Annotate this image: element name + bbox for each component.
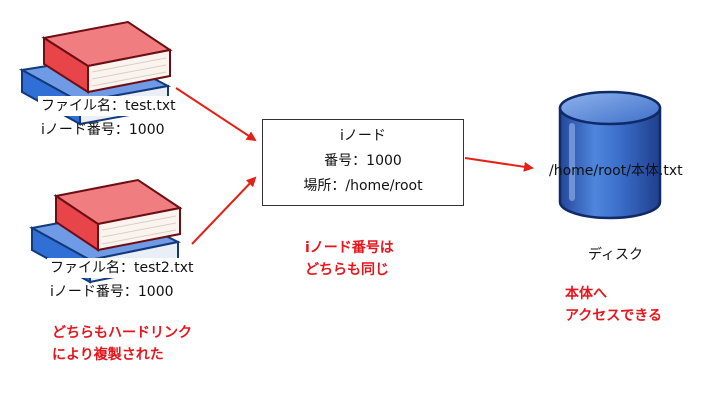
inode-title: iノード (340, 128, 386, 144)
inode-location: 場所：/home/root (303, 178, 423, 194)
file1-name-label: ファイル名：test.txt (38, 96, 179, 116)
inode-box: iノード 番号：1000 場所：/home/root (262, 119, 464, 206)
note-access: 本体へ アクセスできる (565, 283, 662, 327)
note-same-inode: iノード番号は どちらも同じ (305, 237, 394, 281)
disk-cylinder-icon (558, 90, 662, 220)
note-access-line2: アクセスできる (565, 308, 663, 324)
note-same-inode-line1: iノード番号は (305, 240, 394, 256)
file1-inode-label: iノード番号：1000 (41, 122, 165, 138)
note-hardlink: どちらもハードリンク により複製された (52, 322, 192, 366)
note-access-line1: 本体へ (565, 286, 607, 302)
file2-inode-label: iノード番号：1000 (50, 284, 174, 300)
arrow-file1-to-inode (175, 87, 257, 142)
arrow-file2-to-inode (191, 176, 257, 245)
file2-name-label: ファイル名：test2.txt (47, 258, 197, 278)
note-same-inode-line2: どちらも同じ (305, 262, 389, 278)
inode-number: 番号：1000 (324, 153, 402, 169)
note-hardlink-line1: どちらもハードリンク (52, 325, 192, 341)
arrow-inode-to-disk (464, 157, 534, 172)
disk-label: ディスク (588, 247, 644, 263)
disk-path-label: /home/root/本体.txt (549, 163, 683, 179)
note-hardlink-line2: により複製された (52, 347, 164, 363)
